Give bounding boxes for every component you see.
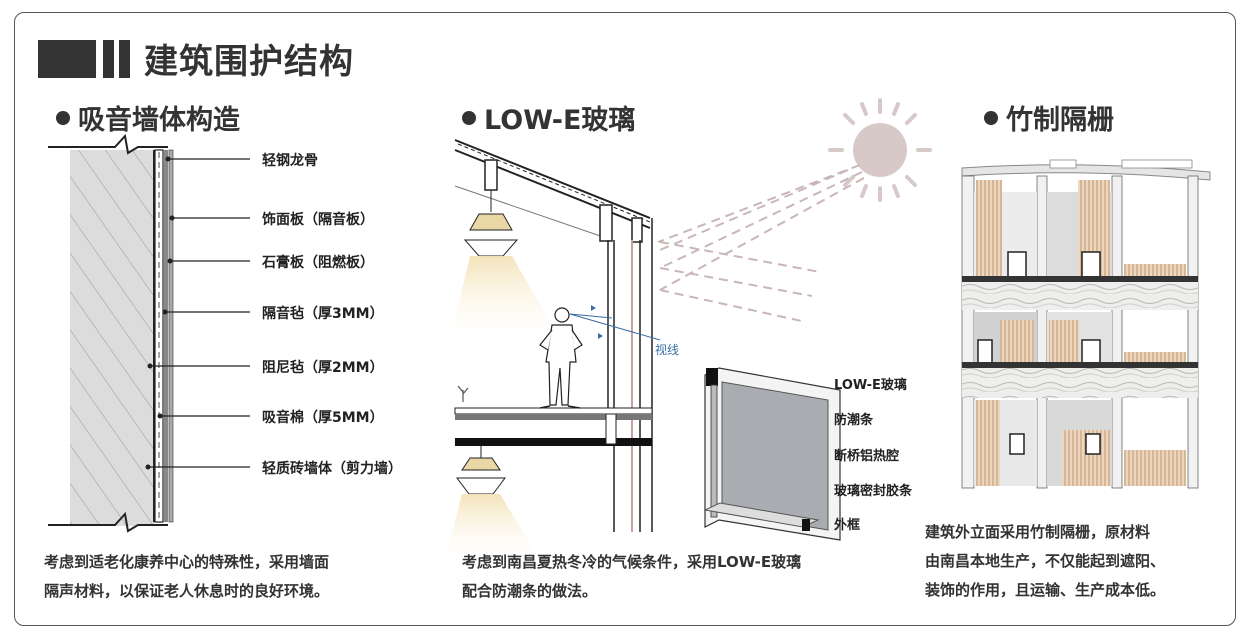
glass-description: 考虑到南昌夏热冬冷的气候条件，采用LOW-E玻璃 配合防潮条的做法。 (462, 553, 802, 600)
bamboo-description: 建筑外立面采用竹制隔栅，原材料 由南昌本地生产，不仅能起到遮阳、 装饰的作用，且… (925, 523, 1166, 599)
bullet-icon (56, 110, 70, 125)
bullet-icon (984, 110, 998, 125)
layer-label: 饰面板（隔音板） (262, 212, 374, 228)
layer-label: 石膏板（阻燃板） (262, 255, 374, 271)
layer-label: 隔音毡（厚3MM） (262, 306, 384, 322)
bamboo-facade-diagram (961, 159, 1211, 489)
panel-frame (14, 12, 1236, 626)
section-title-wall: 吸音墙体构造 (56, 98, 240, 137)
layer-label: 轻钢龙骨 (262, 153, 318, 169)
bullet-icon (462, 110, 476, 125)
title-decor-block (38, 39, 96, 78)
glass-section-diagram (445, 139, 661, 560)
title-decor-bar (103, 39, 114, 78)
section-title-bamboo: 竹制隔栅 (984, 98, 1114, 137)
window-part-label: LOW-E玻璃 (834, 378, 907, 393)
window-part-label: 断桥铝热腔 (834, 449, 900, 464)
layer-label: 阻尼毡（厚2MM） (262, 360, 384, 376)
sight-line-label: 视线 (655, 343, 680, 357)
window-part-label: 防潮条 (834, 413, 874, 428)
section-title-glass: LOW-E玻璃 (462, 98, 635, 137)
wall-section-diagram (48, 133, 250, 533)
window-corner-diagram (703, 367, 841, 541)
title-decor-bar (119, 39, 130, 78)
sun-icon (657, 98, 932, 323)
window-part-label: 外框 (834, 518, 861, 533)
window-part-label: 玻璃密封胶条 (834, 484, 913, 499)
page-header: 建筑围护结构 (38, 34, 354, 83)
page-title: 建筑围护结构 (144, 42, 354, 82)
layer-label: 吸音棉（厚5MM） (262, 410, 384, 426)
layer-label: 轻质砖墙体（剪力墙） (262, 461, 402, 477)
wall-description: 考虑到适老化康养中心的特殊性，采用墙面 隔声材料，以保证老人休息时的良好环境。 (44, 553, 330, 600)
